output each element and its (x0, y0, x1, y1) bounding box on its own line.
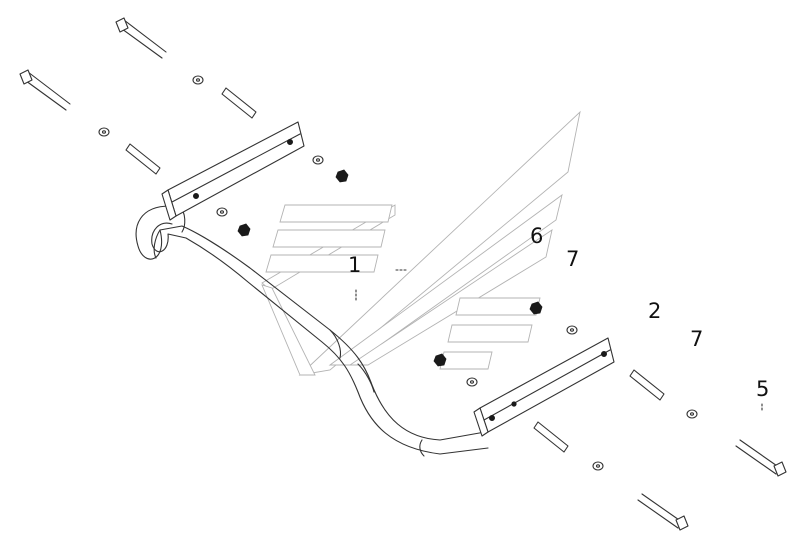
callout-5: 5 (756, 377, 769, 401)
callout-2: 2 (648, 299, 661, 323)
nut (529, 301, 543, 315)
nut (237, 223, 251, 237)
bushing (221, 87, 257, 119)
bolt (637, 493, 689, 531)
callout-7-upper: 7 (566, 247, 579, 271)
bumper-tube (135, 205, 489, 457)
washer (312, 155, 324, 165)
washer (98, 127, 110, 137)
washer (216, 207, 228, 217)
bushing (125, 143, 161, 175)
bolt (19, 69, 71, 111)
callout-6: 6 (530, 224, 543, 248)
bushing (629, 369, 665, 401)
nut (335, 169, 349, 183)
callout-leaders (355, 269, 763, 413)
bolt (735, 439, 787, 477)
washer (592, 461, 604, 471)
bushing (533, 421, 569, 453)
lower-bracket (473, 337, 615, 437)
nut (433, 353, 447, 367)
callout-1: 1 (348, 253, 361, 277)
upper-bracket (161, 121, 305, 221)
logo-watermark (261, 110, 581, 376)
washer (566, 325, 578, 335)
bolt (115, 17, 167, 59)
callout-7-lower: 7 (690, 327, 703, 351)
washer (686, 409, 698, 419)
washer (466, 377, 478, 387)
washer (192, 75, 204, 85)
